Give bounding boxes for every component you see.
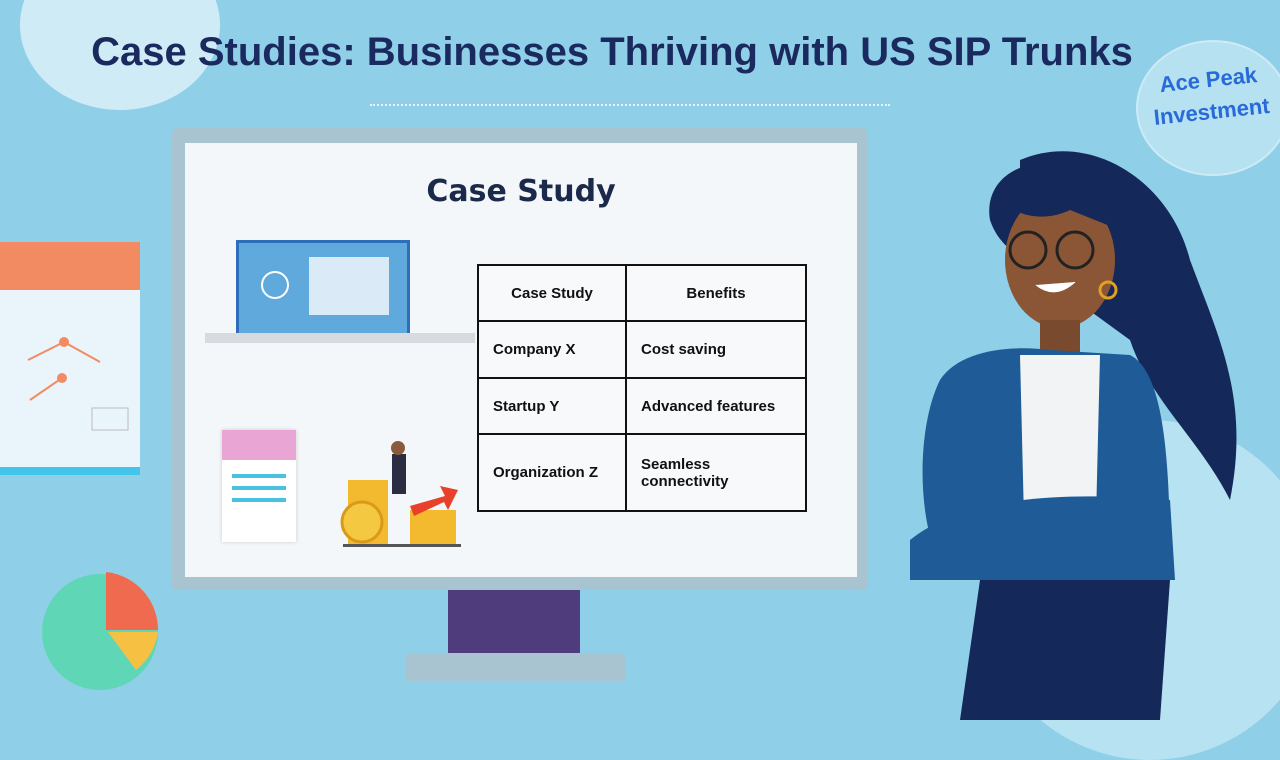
table-row: Company X Cost saving: [477, 320, 807, 379]
table-row: Organization Z Seamless connectivity: [477, 433, 807, 512]
case-study-cell: Organization Z: [477, 433, 627, 512]
slide-title: Case Study: [426, 174, 616, 209]
table-header-row: Case Study Benefits: [477, 263, 807, 323]
column-header: Case Study: [477, 263, 627, 323]
case-study-table: Case Study Benefits Company X Cost savin…: [477, 263, 807, 512]
column-header: Benefits: [625, 263, 807, 323]
laptop-base: [205, 333, 475, 343]
table-row: Startup Y Advanced features: [477, 376, 807, 436]
woman-illustration: [910, 151, 1237, 720]
benefit-cell: Advanced features: [625, 376, 807, 436]
case-study-cell: Company X: [477, 320, 627, 379]
pie-chart-icon: [42, 572, 159, 690]
benefit-cell: Cost saving: [625, 320, 807, 379]
benefit-cell: Seamless connectivity: [625, 433, 807, 512]
line-chart-icon: [27, 337, 129, 431]
businessman-coins-illustration: [340, 441, 461, 547]
logo-badge: [1136, 40, 1280, 176]
monitor-base: [406, 653, 625, 681]
page-title: Case Studies: Businesses Thriving with U…: [91, 30, 1133, 74]
document-illustration: [222, 430, 296, 542]
dotted-line: [370, 104, 890, 106]
case-study-cell: Startup Y: [477, 376, 627, 436]
document-icon: [309, 257, 389, 315]
chart-card-illustration: [0, 242, 140, 475]
monitor-stand: [448, 590, 580, 653]
globe-icon: [261, 271, 289, 299]
laptop-illustration: [236, 240, 410, 336]
